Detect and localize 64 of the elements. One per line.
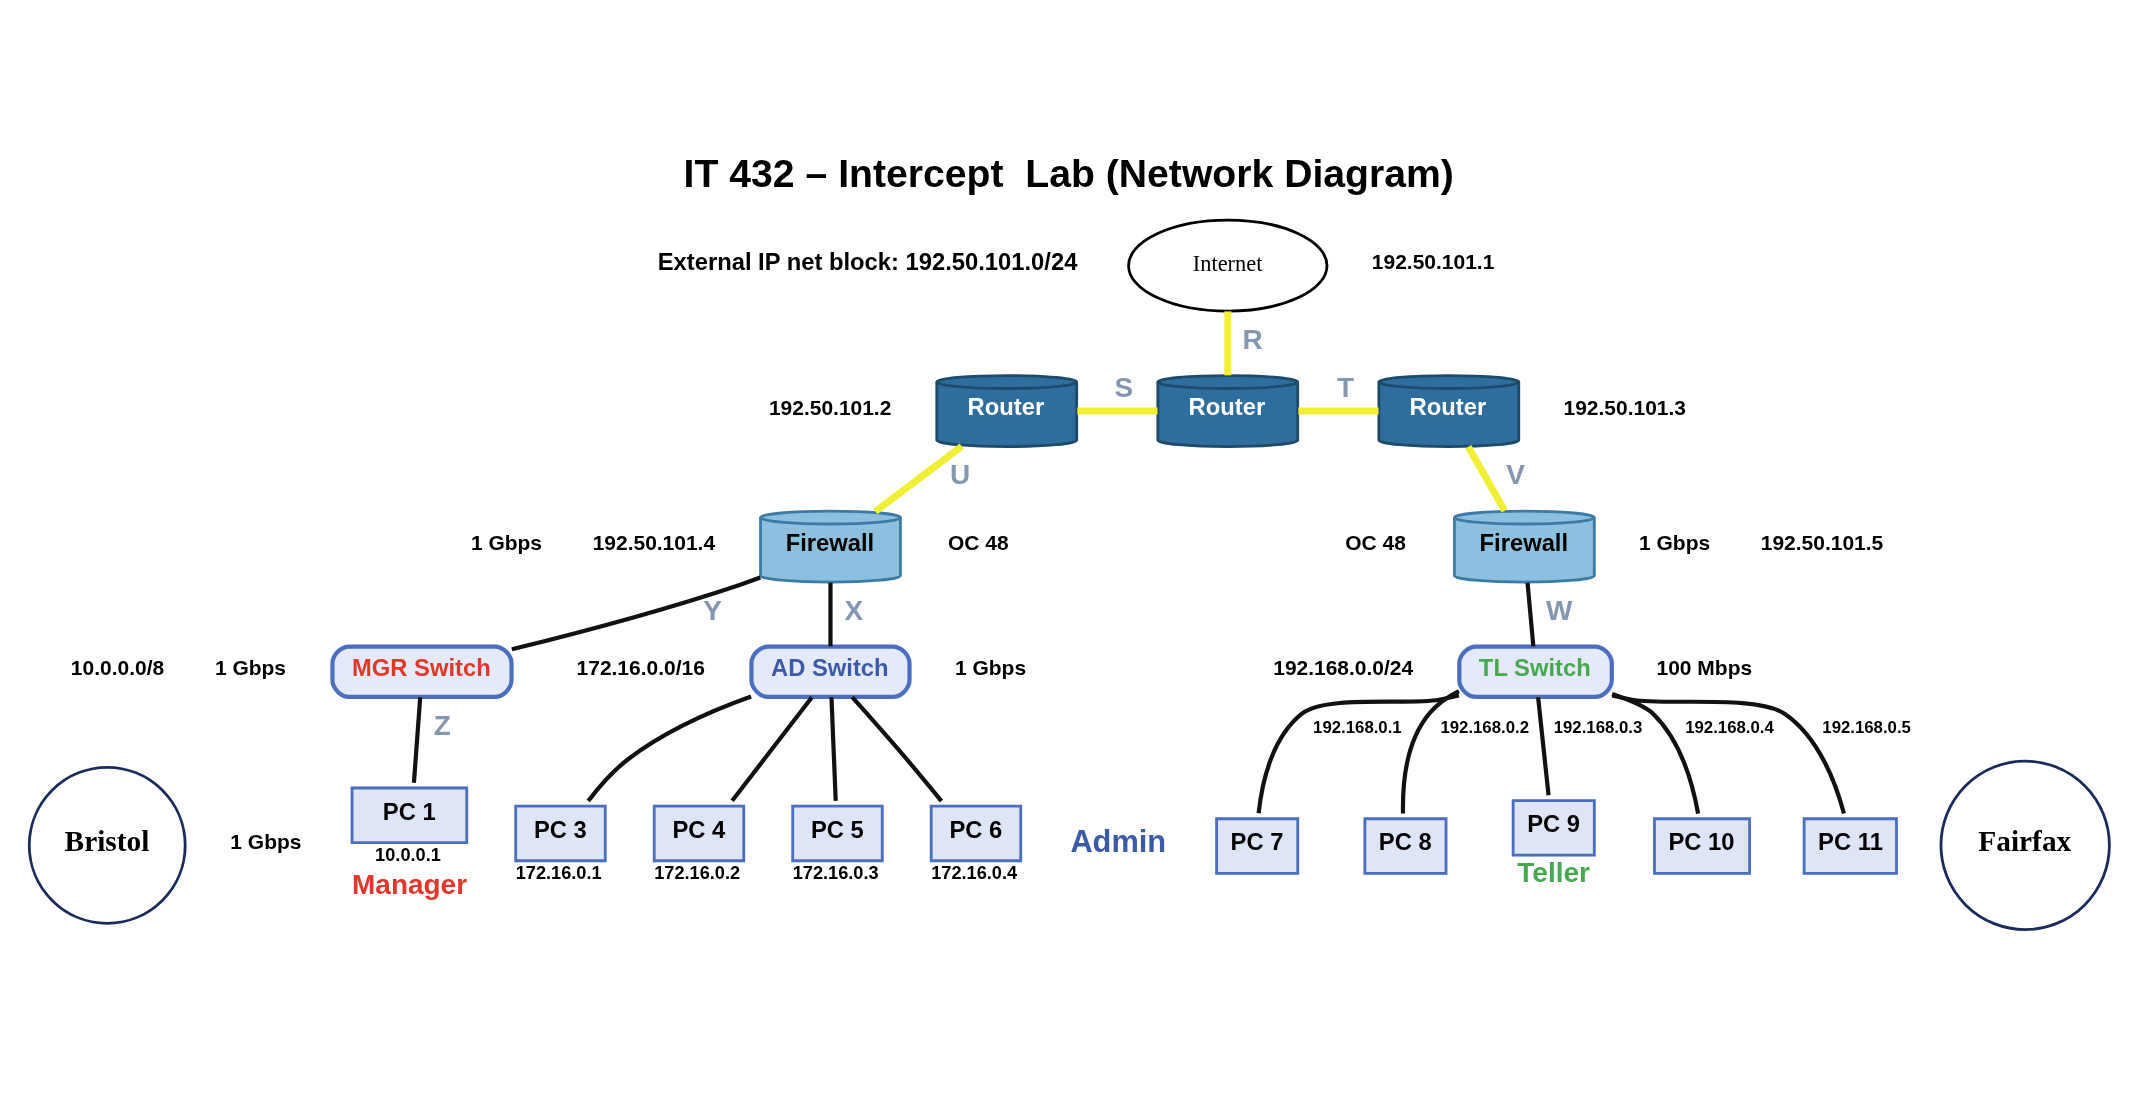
connector xyxy=(586,694,752,802)
edge-label: Y xyxy=(703,594,722,626)
label: 192.50.101.1 xyxy=(1371,249,1495,273)
label: OC 48 xyxy=(1345,530,1406,554)
label: 100 Mbps xyxy=(1656,655,1753,679)
node-ellipse: Internet xyxy=(1127,218,1329,313)
label: 1 Gbps xyxy=(954,655,1027,679)
edge-label: 192.168.0.2 xyxy=(1440,717,1529,737)
node-label: 172.16.0.4 xyxy=(931,862,1018,883)
connector xyxy=(1077,407,1158,415)
node-box: MGR Switch xyxy=(330,643,514,699)
edge-label: 192.168.0.1 xyxy=(1313,717,1402,737)
connector xyxy=(1298,407,1379,415)
diagram-title: IT 432 – Intercept Lab (Network Diagram) xyxy=(683,151,1454,195)
edge-label: V xyxy=(1506,458,1525,490)
connector xyxy=(1256,692,1460,814)
node-label: Teller xyxy=(1517,856,1590,888)
label: Admin xyxy=(1070,823,1167,859)
label: 192.50.101.5 xyxy=(1760,530,1884,554)
label: 192.50.101.4 xyxy=(592,530,716,554)
label: 1 Gbps xyxy=(1639,530,1711,554)
label: 192.50.101.2 xyxy=(768,395,892,419)
connector xyxy=(829,696,838,801)
connector xyxy=(850,695,944,802)
edge-label: R xyxy=(1242,323,1263,355)
node-box: AD Switch xyxy=(749,643,912,699)
edge-label: W xyxy=(1546,594,1573,626)
edge-label: 192.168.0.5 xyxy=(1822,717,1911,737)
label: 1 Gbps xyxy=(470,530,543,554)
edge-label: T xyxy=(1336,371,1354,403)
node-box: TL Switch xyxy=(1457,643,1614,699)
connector xyxy=(1400,688,1460,814)
connector xyxy=(1224,310,1232,375)
connector xyxy=(730,695,814,802)
label: OC 48 xyxy=(947,530,1009,554)
connector xyxy=(1611,693,1846,814)
label: 192.50.101.3 xyxy=(1563,395,1686,419)
connector xyxy=(1465,444,1508,512)
connector xyxy=(411,696,423,783)
connector xyxy=(1611,691,1701,814)
label: 1 Gbps xyxy=(214,655,287,679)
node-circle: Bristol xyxy=(27,765,187,925)
connector xyxy=(511,575,762,651)
connector xyxy=(828,582,833,646)
node-label: 172.16.0.1 xyxy=(515,862,602,883)
edge-label: 192.168.0.4 xyxy=(1685,717,1774,737)
label: 172.16.0.0/16 xyxy=(576,655,705,679)
node-label: 172.16.0.3 xyxy=(792,862,879,883)
label: 192.168.0.0/24 xyxy=(1273,655,1414,679)
connector xyxy=(873,443,964,514)
label: External IP net block: 192.50.101.0/24 xyxy=(657,247,1078,275)
connector xyxy=(1536,696,1551,796)
node-circle: Fairfax xyxy=(1939,759,2111,931)
edge-label: Z xyxy=(433,709,451,741)
edge-label: S xyxy=(1114,371,1134,403)
connector xyxy=(1525,582,1536,647)
edge-label: X xyxy=(844,594,864,626)
label: 10.0.0.0/8 xyxy=(70,655,165,679)
node-label: 172.16.0.2 xyxy=(654,862,741,883)
edge-label: U xyxy=(950,458,971,490)
label: 1 Gbps xyxy=(230,829,302,853)
node-label: 10.0.0.1 xyxy=(375,844,441,865)
edge-label: 192.168.0.3 xyxy=(1553,717,1643,737)
node-label: Manager xyxy=(352,868,468,900)
